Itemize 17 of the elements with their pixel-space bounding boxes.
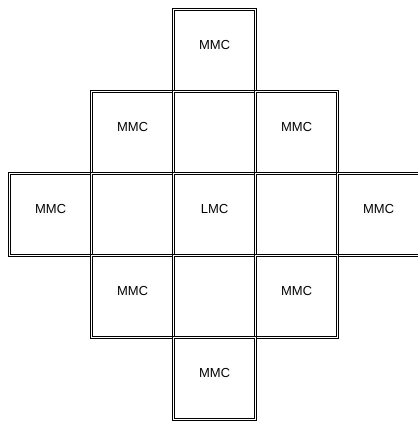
cell-label: MMC (362, 200, 394, 218)
cell-label: MMC (280, 118, 312, 136)
cell-label: MMC (198, 36, 230, 54)
grid-cell (172, 8, 257, 93)
grid-cell (254, 90, 339, 175)
cell-label: MMC (280, 282, 312, 300)
grid-cell (254, 254, 339, 339)
grid-cell (90, 90, 175, 175)
cell-label: MMC (116, 282, 148, 300)
cell-label: MMC (116, 118, 148, 136)
cell-label: MMC (198, 364, 230, 382)
grid-cell (8, 172, 93, 257)
grid-cell (172, 336, 257, 421)
cell-label: MMC (34, 200, 66, 218)
cell-label: LMC (200, 200, 228, 218)
grid-cell (336, 172, 418, 257)
grid-cell (90, 254, 175, 339)
